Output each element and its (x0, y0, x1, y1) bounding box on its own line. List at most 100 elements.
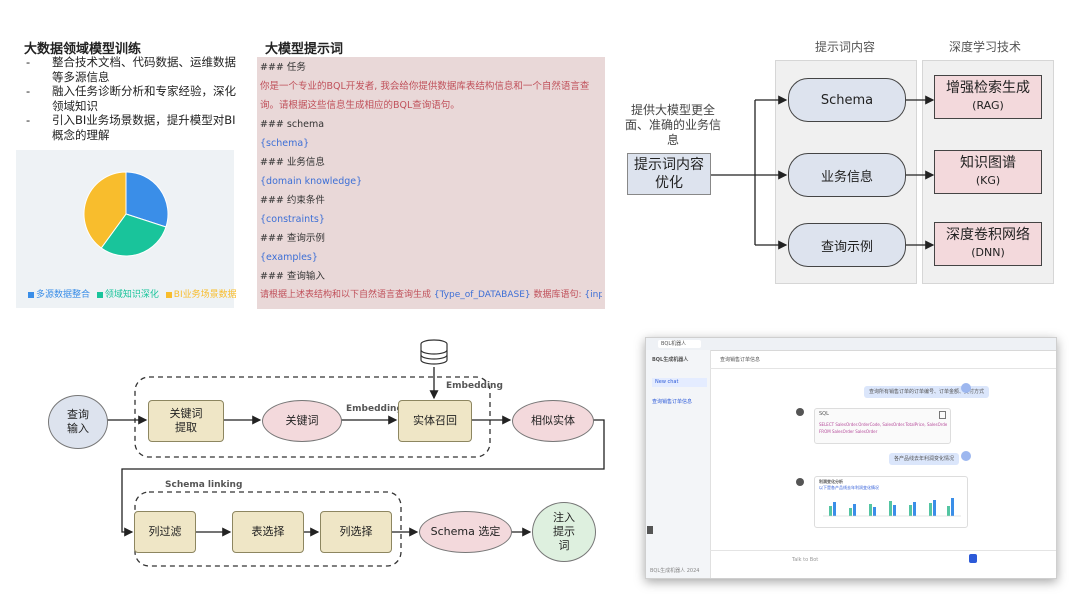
legend-swatch (165, 291, 172, 298)
bot-chart-title: 利润变化分析 (819, 479, 843, 484)
user-avatar (961, 383, 971, 393)
panel3-description: 提供大模型更全面、准确的业务信息 (624, 103, 721, 147)
pie-slice (125, 171, 169, 228)
mini-bar-group (909, 502, 916, 516)
collapse-sidebar-button[interactable] (647, 526, 653, 534)
user-message: 各产品线去年利润变化情况 (889, 453, 960, 465)
legend-item: 多源数据整合 (28, 290, 90, 300)
panel1-title: 大数据领域模型训练 (24, 42, 142, 57)
bot-mini-chart (823, 498, 961, 517)
prompt-line: ### 任务 (260, 62, 306, 73)
prompt-query-var: {input query} (584, 290, 602, 300)
prompt-line: {schema} (260, 138, 310, 149)
legend-label: 多源数据整合 (36, 290, 91, 300)
chat-input[interactable]: Talk to Bot (792, 557, 819, 563)
prompt-line: ### 约束条件 (260, 195, 325, 206)
legend-item: BI业务场景数据 (165, 290, 237, 300)
node-entity-recall: 实体召回 (398, 400, 472, 442)
prompt-last-prefix: 请根据上述表结构和以下自然语言查询生成 (260, 290, 432, 300)
sidebar-footer: BQL生成机器人 2024 (650, 568, 700, 574)
bot-avatar (796, 408, 804, 416)
code-lang-label: SQL (819, 411, 829, 417)
bullet-item: 整合技术文档、代码数据、运维数据等多源信息 (26, 55, 236, 84)
pill-query-examples: 查询示例 (788, 223, 906, 267)
legend-swatch (28, 291, 34, 298)
tech-abbr: (KG) (975, 174, 1001, 187)
prompt-template-lines: ### 任务 你是一个专业的BQL开发者, 我会给你提供数据库表结构信息和一个自… (260, 58, 602, 305)
bot-avatar (796, 478, 804, 486)
pie-slice (83, 171, 127, 249)
divider (710, 550, 1056, 551)
tech-name: 增强检索生成 (946, 80, 1030, 96)
prompt-line: ### 业务信息 (260, 157, 325, 168)
mini-bar-group (869, 504, 876, 516)
mini-bar-group (947, 498, 954, 516)
tech-box-rag: 增强检索生成 (RAG) (934, 75, 1042, 119)
tech-box-kg: 知识图谱 (KG) (934, 150, 1042, 194)
legend-label: BI业务场景数据 (173, 290, 237, 300)
new-chat-button[interactable]: New chat (652, 378, 707, 387)
node-label: 查询输入 (67, 408, 89, 435)
legend-item: 领域知识深化 (96, 290, 159, 300)
arrow-wrap-to-row2 (121, 419, 605, 537)
node-label: 关键词提取 (169, 407, 203, 434)
node-keyword: 关键词 (262, 400, 342, 442)
label-embedding-top: Embedding (446, 381, 503, 391)
panel1-bullet-list: 整合技术文档、代码数据、运维数据等多源信息 融入任务诊断分析和专家经验，深化领域… (26, 55, 236, 142)
bot-chart-text: 以下是各产品线去年利润变化情况 (819, 485, 879, 490)
bot-chart-card: 利润变化分析 以下是各产品线去年利润变化情况 (814, 476, 968, 528)
node-similar-entity: 相似实体 (512, 400, 594, 442)
history-item[interactable]: 查询销售订单信息 (652, 399, 693, 405)
pie-slice (100, 213, 167, 257)
prompt-line: ### 查询示例 (260, 233, 325, 244)
chatbot-screenshot: BQL机器人 BQL生成机器人 New chat 查询销售订单信息 BQL生成机… (645, 337, 1057, 579)
prompt-last-mid: 数据库语句: (533, 290, 582, 300)
user-avatar (961, 451, 971, 461)
prompt-last-line: 请根据上述表结构和以下自然语言查询生成 {Type_of_DATABASE} 数… (260, 286, 602, 305)
prompt-template-box (257, 57, 605, 309)
prompt-optimize-box: 提示词内容优化 (627, 153, 711, 195)
col-header-dl-tech: 深度学习技术 (948, 40, 1021, 54)
browser-tab-bar: BQL机器人 (646, 338, 1056, 351)
panel2-title: 大模型提示词 (265, 42, 344, 57)
col-header-prompt-content: 提示词内容 (814, 40, 875, 54)
tech-abbr: (RAG) (972, 99, 1004, 112)
browser-tab[interactable]: BQL机器人 (658, 340, 701, 348)
bot-code-block: SQL SELECT SalesOrder.OrderCode, SalesOr… (814, 408, 951, 444)
node-column-select: 列选择 (320, 511, 392, 553)
node-column-filter: 列过滤 (134, 511, 196, 553)
node-table-select: 表选择 (232, 511, 304, 553)
tech-name: 知识图谱 (960, 155, 1016, 171)
copy-icon[interactable] (939, 411, 946, 419)
prompt-line: ### schema (260, 119, 325, 130)
tech-box-dnn: 深度卷积网络 (DNN) (934, 222, 1042, 266)
bullet-item: 引入BI业务场景数据，提升模型对BI概念的理解 (26, 113, 236, 142)
code-line: SELECT SalesOrder.OrderCode, SalesOrder.… (819, 422, 947, 427)
node-keyword-extract: 关键词提取 (148, 400, 224, 442)
embedding-dashed-group (134, 376, 491, 458)
send-button[interactable] (969, 554, 977, 563)
code-line: FROM SalesOrder SalesOrder (819, 429, 878, 434)
mini-bar-group (889, 501, 896, 516)
schema-linking-dashed-group (134, 491, 402, 567)
node-inject-prompt: 注入提示词 (532, 502, 596, 562)
node-schema-select: Schema 选定 (419, 511, 512, 553)
prompt-line: {examples} (260, 252, 318, 263)
mini-bar-group (829, 502, 836, 516)
mini-bar-group (849, 504, 856, 516)
node-query-input: 查询输入 (48, 395, 108, 449)
tech-abbr: (DNN) (971, 246, 1005, 259)
user-message: 查询所有销售订单的订单编号、订单金额、支付方式 (864, 386, 990, 398)
legend-label: 领域知识深化 (104, 290, 159, 300)
divider (710, 368, 1056, 369)
tech-name: 深度卷积网络 (946, 227, 1030, 243)
database-icon (420, 339, 448, 365)
prompt-line: {domain knowledge} (260, 176, 363, 187)
prompt-line: 你是一个专业的BQL开发者, 我会给你提供数据库表结构信息和一个自然语言查询。请… (260, 81, 590, 111)
node-label: 注入提示词 (553, 511, 575, 552)
panel4-connectors (107, 339, 605, 567)
pie-legend: 多源数据整合 领域知识深化 BI业务场景数据 (28, 287, 241, 300)
label-embedding-mid: Embedding (346, 404, 403, 414)
prompt-db-var: {Type_of_DATABASE} (433, 290, 531, 300)
label-schema-linking: Schema linking (165, 480, 243, 490)
